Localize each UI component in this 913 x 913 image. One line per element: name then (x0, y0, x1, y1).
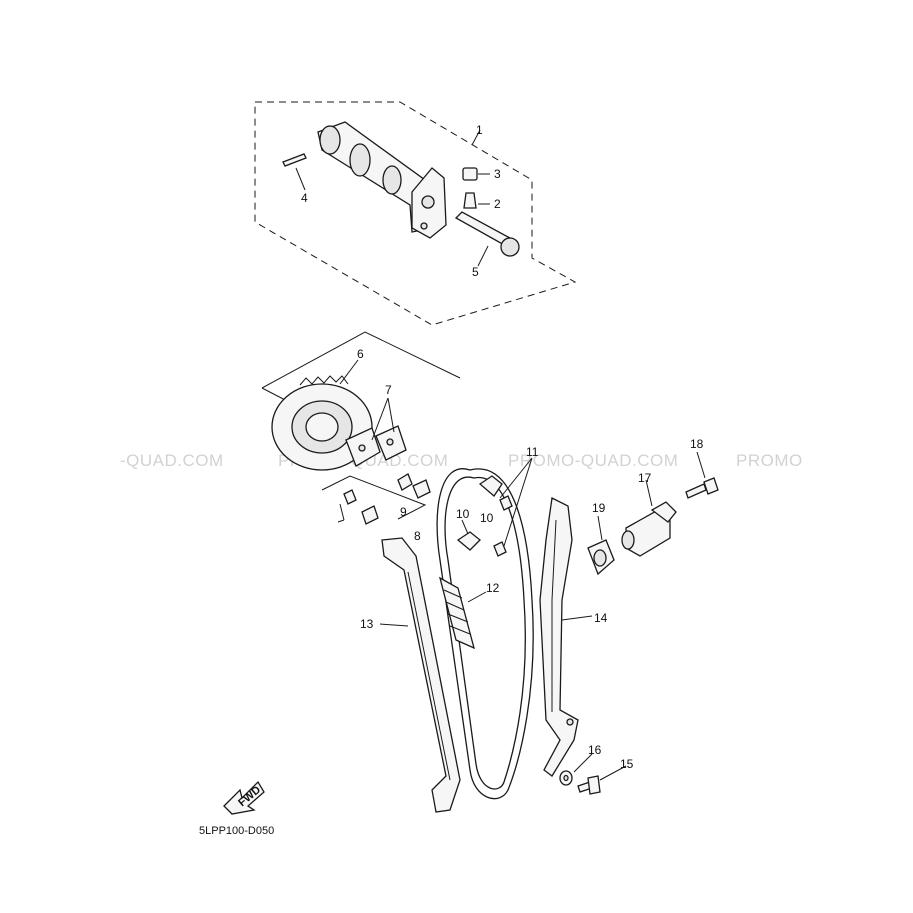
fwd-arrow-icon: FWD (223, 780, 265, 815)
callout-6: 6 (357, 347, 364, 361)
pins-part (337, 473, 431, 525)
callout-14: 14 (594, 611, 608, 625)
timing-chain-part (436, 468, 534, 800)
tensioner-part (621, 501, 677, 557)
callout-2: 2 (494, 197, 501, 211)
camshaft-part (317, 121, 447, 239)
guide-stoppers-part (456, 475, 513, 557)
decompression-shaft-part (454, 211, 520, 257)
callout-10a: 10 (456, 507, 470, 521)
callout-8: 8 (414, 529, 421, 543)
bracket-9 (321, 475, 427, 520)
callout-12: 12 (486, 581, 500, 595)
bolt-18-part (685, 477, 719, 499)
callout-4: 4 (301, 191, 308, 205)
chain-guide-part (381, 537, 461, 813)
callouts: 1 2 3 4 5 6 7 8 9 10 10 11 12 13 14 15 1… (301, 123, 704, 771)
watermark-center-right: PROMO-QUAD.COM (508, 451, 678, 470)
callout-18: 18 (690, 437, 704, 451)
watermark-right: PROMO (736, 451, 803, 470)
callout-17: 17 (638, 471, 652, 485)
camshaft-assembly-box (254, 101, 577, 326)
watermark: -QUAD.COM PROMO-QUAD.COM PROMO-QUAD.COM … (120, 451, 803, 470)
callout-7: 7 (385, 383, 392, 397)
plunger-part (463, 192, 477, 209)
callout-9: 9 (400, 505, 407, 519)
chain-links-part (438, 576, 475, 650)
callout-16: 16 (588, 743, 602, 757)
decompressor-plates-part (345, 425, 407, 467)
pin-part (282, 153, 307, 167)
callout-5: 5 (472, 265, 479, 279)
cam-sprocket-part (271, 375, 373, 471)
callout-3: 3 (494, 167, 501, 181)
callout-19: 19 (592, 501, 606, 515)
washer-part (559, 770, 573, 786)
chain-guide-exhaust-part (539, 497, 579, 777)
gasket-part (587, 539, 615, 576)
callout-1: 1 (476, 123, 483, 137)
bolt-15-part (577, 775, 601, 795)
watermark-left: -QUAD.COM (120, 451, 224, 470)
diagram-code: 5LPP100-D050 (199, 825, 274, 837)
leader-lines (295, 129, 706, 781)
callout-11: 11 (526, 445, 539, 459)
spring-part (462, 167, 478, 181)
callout-10b: 10 (480, 511, 494, 525)
callout-15: 15 (620, 757, 634, 771)
callout-13: 13 (360, 617, 374, 631)
